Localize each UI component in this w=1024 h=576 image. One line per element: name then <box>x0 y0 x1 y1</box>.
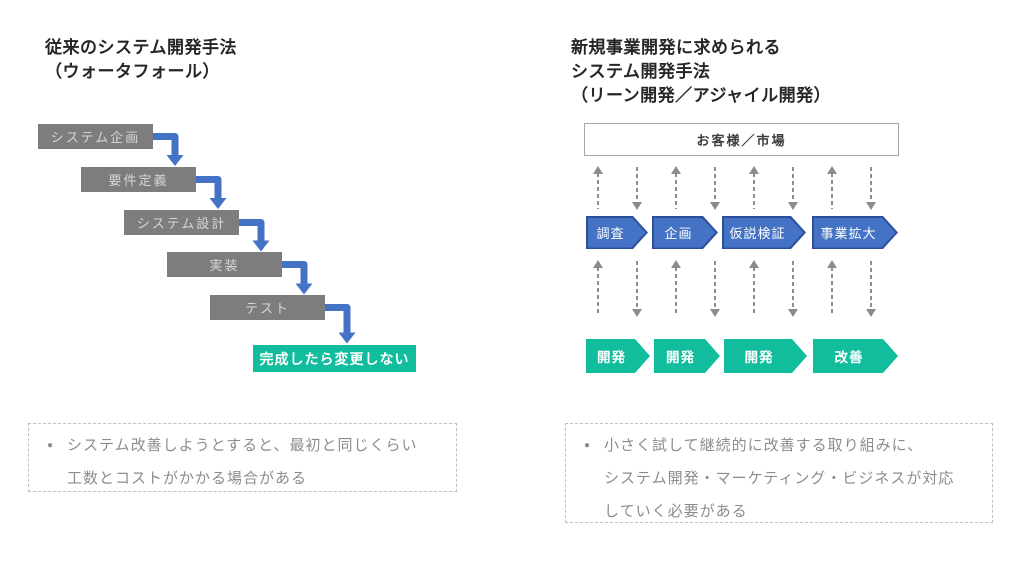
bullet-icon: ● <box>584 440 592 451</box>
waterfall-step-label: システム企画 <box>50 130 141 145</box>
right-title-line3: （リーン開発／アジャイル開発） <box>571 86 832 105</box>
chevron-research: 調査 <box>586 216 648 249</box>
chevron-label: 仮説検証 <box>729 226 786 241</box>
dashed-down-arrow-icon <box>787 166 799 210</box>
chevron-business-expansion: 事業拡大 <box>812 216 898 249</box>
left-note-box: ● システム改善しようとすると、最初と同じくらい 工数とコストがかかる場合がある <box>28 423 457 492</box>
chevron-fill <box>814 218 896 248</box>
chevron-label: 調査 <box>596 226 625 241</box>
waterfall-step-system-design: システム設計 <box>124 210 239 235</box>
waterfall-final-box: 完成したら変更しない <box>253 345 416 372</box>
waterfall-step-test: テスト <box>210 295 325 320</box>
chevron-shape <box>586 339 650 373</box>
waterfall-step-implementation: 実装 <box>167 252 282 277</box>
dashed-down-arrow-icon <box>865 166 877 210</box>
right-note-line2: システム開発・マーケティング・ビジネスが対応 <box>604 470 955 487</box>
chevron-label: 開発 <box>597 350 626 365</box>
dashed-up-arrow-icon <box>670 166 682 210</box>
left-note-line2: 工数とコストがかかる場合がある <box>67 470 308 487</box>
chevron-label: 開発 <box>666 350 695 365</box>
feedback-arrows-bottom <box>584 260 900 317</box>
dashed-down-arrow-icon <box>631 260 643 317</box>
dashed-down-arrow-icon <box>709 166 721 210</box>
chevron-hypothesis-validation: 仮説検証 <box>722 216 806 249</box>
customer-market-box: お客様／市場 <box>584 123 899 156</box>
dashed-down-arrow-icon <box>631 166 643 210</box>
right-title-line2: システム開発手法 <box>571 62 711 81</box>
bullet-icon: ● <box>47 440 55 451</box>
waterfall-step-label: システム設計 <box>136 216 227 231</box>
chevron-shape <box>724 339 807 373</box>
left-title-line2: （ウォータフォール） <box>45 62 220 81</box>
right-note-box: ● 小さく試して継続的に改善する取り組みに、 システム開発・マーケティング・ビジ… <box>565 423 993 523</box>
dashed-up-arrow-icon <box>748 260 760 317</box>
dashed-up-arrow-icon <box>748 166 760 210</box>
chevron-fill <box>588 218 646 248</box>
waterfall-step-label: 実装 <box>209 258 240 273</box>
left-section-title: 従来のシステム開発手法 （ウォータフォール） <box>45 36 237 84</box>
waterfall-step-requirements: 要件定義 <box>81 167 196 192</box>
chevron-improve: 改善 <box>813 339 898 373</box>
right-title-line1: 新規事業開発に求められる <box>571 38 781 57</box>
chevron-label: 企画 <box>664 226 693 241</box>
chevron-fill <box>724 218 804 248</box>
waterfall-step-label: 要件定義 <box>108 173 169 188</box>
dashed-up-arrow-icon <box>826 166 838 210</box>
chevron-develop-1: 開発 <box>586 339 650 373</box>
waterfall-step-system-planning: システム企画 <box>38 124 153 149</box>
chevron-label: 事業拡大 <box>820 226 877 241</box>
waterfall-elbow-arrows <box>146 133 356 344</box>
waterfall-step-label: テスト <box>244 301 290 316</box>
dashed-down-arrow-icon <box>787 260 799 317</box>
chevron-develop-2: 開発 <box>654 339 720 373</box>
chevron-develop-3: 開発 <box>724 339 807 373</box>
dashed-up-arrow-icon <box>670 260 682 317</box>
chevron-shape <box>654 339 720 373</box>
left-note-line1: システム改善しようとすると、最初と同じくらい <box>67 437 418 454</box>
left-note-text: システム改善しようとすると、最初と同じくらい 工数とコストがかかる場合がある <box>67 424 418 491</box>
left-title-line1: 従来のシステム開発手法 <box>45 38 237 57</box>
chevron-fill <box>654 218 716 248</box>
chevron-label: 開発 <box>744 350 774 365</box>
right-note-text: 小さく試して継続的に改善する取り組みに、 システム開発・マーケティング・ビジネス… <box>604 424 954 522</box>
chevron-label: 改善 <box>834 350 864 365</box>
chevron-planning: 企画 <box>652 216 718 249</box>
waterfall-final-label: 完成したら変更しない <box>259 350 410 367</box>
dashed-up-arrow-icon <box>592 166 604 210</box>
dashed-up-arrow-icon <box>592 260 604 317</box>
right-note-line3: していく必要がある <box>604 503 748 520</box>
dashed-down-arrow-icon <box>865 260 877 317</box>
right-note-line1: 小さく試して継続的に改善する取り組みに、 <box>604 437 924 454</box>
dashed-down-arrow-icon <box>709 260 721 317</box>
dashed-up-arrow-icon <box>826 260 838 317</box>
customer-market-label: お客様／市場 <box>696 133 787 148</box>
right-section-title: 新規事業開発に求められる システム開発手法 （リーン開発／アジャイル開発） <box>571 36 831 108</box>
feedback-arrows-top <box>584 166 900 210</box>
chevron-shape <box>813 339 898 373</box>
